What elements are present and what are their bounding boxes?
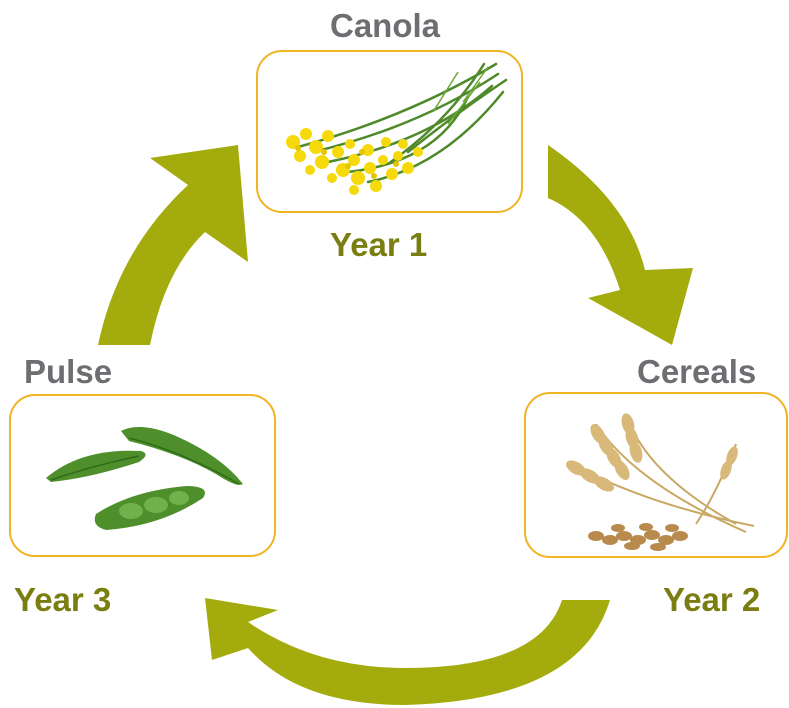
year-label-1: Year 1: [330, 225, 427, 265]
wheat-icon: [526, 394, 786, 556]
arrow-year2-to-year3: [205, 598, 610, 705]
arrow-year1-to-year2: [548, 145, 693, 345]
crop-label-cereals: Cereals: [637, 352, 756, 392]
pea-pod-icon: [11, 396, 274, 555]
crop-label-canola: Canola: [330, 6, 440, 46]
canola-flower-icon: [258, 52, 521, 211]
year-label-3: Year 3: [14, 580, 111, 620]
cereals-image-frame: [524, 392, 788, 558]
canola-image-frame: [256, 50, 523, 213]
year-label-2: Year 2: [663, 580, 760, 620]
pulse-image-frame: [9, 394, 276, 557]
arrow-year3-to-year1: [98, 145, 248, 345]
crop-label-pulse: Pulse: [24, 352, 112, 392]
